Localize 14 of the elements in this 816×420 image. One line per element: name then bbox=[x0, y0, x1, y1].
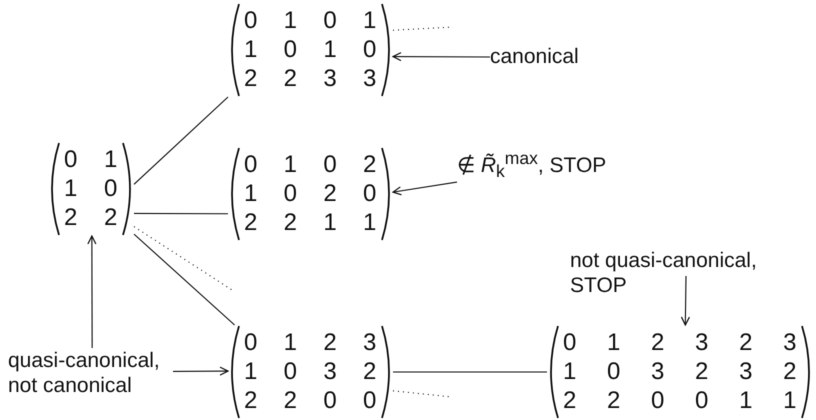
connector-line bbox=[134, 96, 228, 185]
arrow bbox=[87, 235, 96, 348]
connector-line bbox=[134, 234, 235, 326]
annotation-text: quasi-canonical, not canonical bbox=[8, 348, 161, 398]
connector-line bbox=[393, 371, 547, 373]
connector-line bbox=[134, 212, 228, 214]
arrow bbox=[392, 182, 458, 196]
arrow bbox=[173, 366, 229, 376]
annotation-text: not quasi-canonical, STOP bbox=[570, 248, 758, 298]
annotation-text: canonical bbox=[490, 44, 580, 69]
arrow bbox=[392, 52, 490, 62]
annotation-text: ∉ R̃$_{k}$$^{max}$, STOP bbox=[457, 147, 608, 184]
arrow bbox=[680, 276, 690, 326]
dotted-line bbox=[134, 226, 232, 290]
